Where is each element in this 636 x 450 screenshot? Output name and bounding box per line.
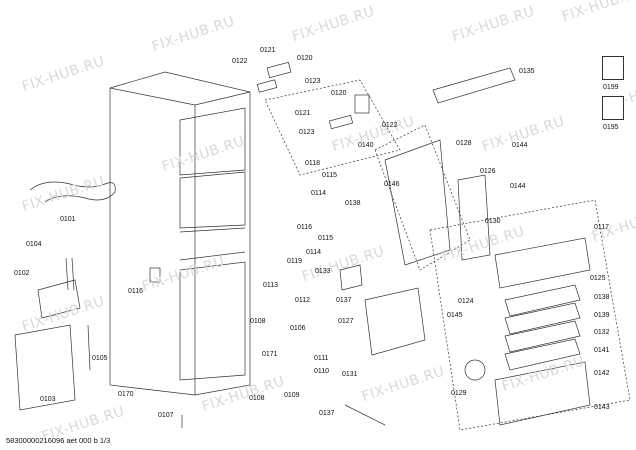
part-number-label: 0116 xyxy=(297,224,313,231)
part-number-label: 0130 xyxy=(485,218,501,225)
part-number-label: 0143 xyxy=(594,404,610,411)
part-number-label: 0146 xyxy=(384,181,400,188)
part-number-label: 0117 xyxy=(594,224,610,231)
part-number-label: 0105 xyxy=(92,355,108,362)
part-number-label: 0107 xyxy=(158,412,174,419)
part-number-label: 0131 xyxy=(342,371,358,378)
part-number-label: 0122 xyxy=(232,58,248,65)
part-number-label: 0108 xyxy=(249,395,265,402)
part-number-label: 0135 xyxy=(519,68,535,75)
part-number-label: 0139 xyxy=(594,312,610,319)
part-number-label: 0113 xyxy=(263,282,279,289)
cabinet-drawing xyxy=(109,71,251,396)
part-number-label: 0138 xyxy=(345,200,361,207)
part-number-label: 0104 xyxy=(26,241,42,248)
part-number-label: 0103 xyxy=(40,396,56,403)
part-number-label: 0102 xyxy=(14,270,30,277)
part-number-label: 0142 xyxy=(594,370,610,377)
part-number-label: 0123 xyxy=(299,129,315,136)
part-number-label: 0140 xyxy=(358,142,374,149)
spring-icon-label: 0199 xyxy=(603,84,619,91)
part-number-label: 0127 xyxy=(338,318,354,325)
part-number-label: 0112 xyxy=(295,297,311,304)
part-number-label: 0115 xyxy=(318,235,334,242)
wave-spring-icon xyxy=(602,96,624,120)
part-number-label: 0129 xyxy=(451,390,467,397)
part-number-label: 0114 xyxy=(311,190,327,197)
part-number-label: 0118 xyxy=(305,160,321,167)
part-number-label: 0126 xyxy=(480,168,496,175)
part-number-label: 0124 xyxy=(458,298,474,305)
part-number-label: 0125 xyxy=(590,275,606,282)
wave-spring-icon-label: 0195 xyxy=(603,124,619,131)
part-number-label: 0128 xyxy=(456,140,472,147)
part-number-label: 0120 xyxy=(331,90,347,97)
part-number-label: 0123 xyxy=(305,78,321,85)
part-number-label: 0106 xyxy=(290,325,306,332)
part-number-label: 0119 xyxy=(287,258,303,265)
part-number-label: 0121 xyxy=(295,110,311,117)
power-cord-drawing xyxy=(29,181,116,203)
part-number-label: 0137 xyxy=(319,410,335,417)
part-number-label: 0114 xyxy=(306,249,322,256)
part-number-label: 0137 xyxy=(336,297,352,304)
part-number-label: 0141 xyxy=(594,347,610,354)
part-number-label: 0101 xyxy=(60,216,76,223)
part-number-label: 0108 xyxy=(250,318,266,325)
part-number-label: 0110 xyxy=(314,368,330,375)
part-number-label: 0144 xyxy=(510,183,526,190)
part-number-label: 0170 xyxy=(118,391,134,398)
part-number-label: 0115 xyxy=(322,172,338,179)
part-number-label: 0171 xyxy=(262,351,278,358)
part-number-label: 0109 xyxy=(284,392,300,399)
part-number-label: 0121 xyxy=(260,47,276,54)
part-number-label: 0122 xyxy=(382,122,398,129)
part-number-label: 0116 xyxy=(128,288,144,295)
part-number-label: 0144 xyxy=(512,142,528,149)
part-number-label: 0120 xyxy=(297,55,313,62)
part-number-label: 0111 xyxy=(314,355,329,362)
part-number-label: 0138 xyxy=(594,294,610,301)
document-footer: 58300000216096 aet 000 b 1/3 xyxy=(6,436,111,445)
part-number-label: 0133 xyxy=(315,268,331,275)
part-number-label: 0132 xyxy=(594,329,610,336)
spring-icon xyxy=(602,56,624,80)
part-number-label: 0145 xyxy=(447,312,463,319)
